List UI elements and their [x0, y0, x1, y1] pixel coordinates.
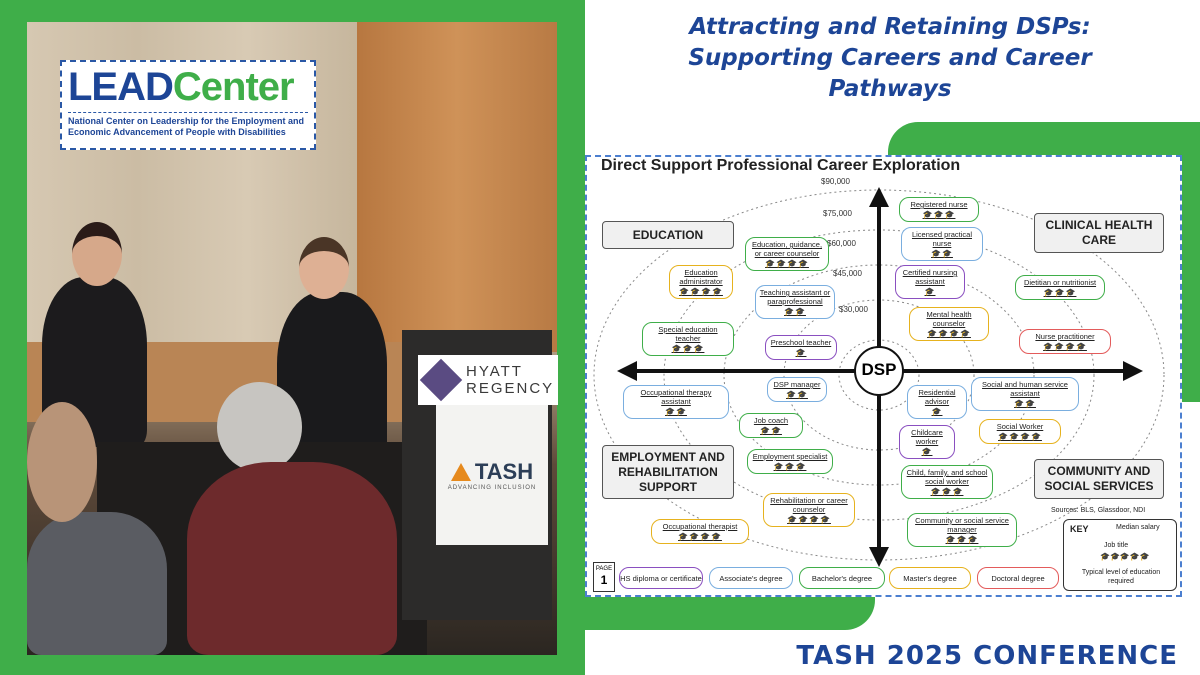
job-licensed-practical-nurse: Licensed practical nurse🎓🎓: [901, 227, 983, 261]
sector-community-social-services: COMMUNITY AND SOCIAL SERVICES: [1034, 459, 1164, 499]
lead-center-logo: LEADCenter National Center on Leadership…: [60, 60, 316, 150]
job-occupational-therapy-assistant: Occupational therapy assistant🎓🎓: [623, 385, 729, 419]
job-dietitian: Dietitian or nutritionist🎓🎓🎓: [1015, 275, 1105, 300]
sector-education: EDUCATION: [602, 221, 734, 249]
hyatt-line1: HYATT: [466, 363, 523, 380]
green-band-right: [1180, 122, 1200, 402]
job-occupational-therapist: Occupational therapist🎓🎓🎓🎓: [651, 519, 749, 544]
job-residential-advisor: Residential advisor🎓: [907, 385, 967, 419]
legend-associates: Associate's degree: [709, 567, 793, 589]
ring-90000: [593, 189, 1165, 561]
tash-logo-icon: [450, 463, 471, 481]
ring-60000: [723, 264, 1035, 486]
legend-masters: Master's degree: [889, 567, 971, 589]
key-median-salary: Median salary: [1116, 524, 1160, 531]
audience-head-left: [27, 402, 97, 522]
job-child-family-school-social-worker: Child, family, and school social worker🎓…: [901, 465, 993, 499]
logo-center: Center: [172, 65, 295, 109]
conference-name: TASH 2025 CONFERENCE: [796, 641, 1178, 671]
job-childcare-worker: Childcare worker🎓: [899, 425, 955, 459]
salary-45000: $45,000: [833, 269, 862, 278]
hyatt-logo-icon: [419, 358, 463, 402]
presenter-left-head: [72, 222, 122, 286]
key-label: KEY: [1070, 524, 1089, 534]
dsp-center-label: DSP: [861, 360, 897, 379]
chart-title: Direct Support Professional Career Explo…: [601, 157, 961, 174]
key-job-title: Job title: [1104, 542, 1129, 549]
job-teaching-assistant: Teaching assistant or paraprofessional🎓🎓: [755, 285, 835, 319]
job-registered-nurse: Registered nurse🎓🎓🎓: [899, 197, 979, 222]
wood-wall: [357, 22, 557, 352]
audience-head: [217, 382, 302, 472]
legend-doctoral: Doctoral degree: [977, 567, 1059, 589]
logo-lead: LEAD: [68, 65, 174, 109]
career-chart: Direct Support Professional Career Explo…: [585, 155, 1182, 597]
job-education-counselor: Education, guidance, or career counselor…: [745, 237, 829, 271]
arrow-right-icon: [1123, 361, 1143, 381]
job-dsp-manager: DSP manager🎓🎓: [767, 377, 827, 402]
presenter-right-head: [299, 237, 349, 299]
hyatt-sign: HYATT REGENCY: [418, 355, 558, 405]
salary-90000: $90,000: [821, 177, 850, 186]
audience-member-left: [27, 512, 167, 655]
arrow-up-icon: [869, 187, 889, 207]
page-number: 1: [600, 573, 608, 587]
salary-75000: $75,000: [823, 209, 852, 218]
legend-hs-diploma: HS diploma or certificate: [619, 567, 703, 589]
job-nurse-practitioner: Nurse practitioner🎓🎓🎓🎓: [1019, 329, 1111, 354]
job-education-administrator: Education administrator🎓🎓🎓🎓: [669, 265, 733, 299]
sector-employment-rehabilitation: EMPLOYMENT AND REHABILITATION SUPPORT: [602, 445, 734, 499]
job-mental-health-counselor: Mental health counselor🎓🎓🎓🎓: [909, 307, 989, 341]
job-social-worker: Social Worker🎓🎓🎓🎓: [979, 419, 1061, 444]
slide-title: Attracting and Retaining DSPs: Supportin…: [688, 14, 1092, 102]
page-indicator: PAGE 1: [593, 562, 615, 592]
hyatt-line2: REGENCY: [466, 380, 555, 397]
job-special-education-teacher: Special education teacher🎓🎓🎓: [642, 322, 734, 356]
arrow-left-icon: [617, 361, 637, 381]
job-preschool-teacher: Preschool teacher🎓: [765, 335, 837, 360]
job-community-service-manager: Community or social service manager🎓🎓🎓: [907, 513, 1017, 547]
job-job-coach: Job coach🎓🎓: [739, 413, 803, 438]
logo-subtitle: National Center on Leadership for the Em…: [68, 112, 308, 138]
chart-axes: [593, 187, 1165, 567]
dsp-circle: [854, 346, 904, 396]
chart-sources: Sources: BLS, Glassdoor, NDI: [1051, 507, 1146, 514]
sector-clinical-health-care: CLINICAL HEALTH CARE: [1034, 213, 1164, 253]
page-label: PAGE: [595, 566, 613, 572]
salary-30000: $30,000: [839, 305, 868, 314]
audience-member: [187, 462, 397, 655]
key-education-icons: 🎓🎓🎓🎓🎓: [1100, 552, 1150, 561]
tash-sign: TASH ADVANCING INCLUSION: [436, 405, 548, 545]
arrow-down-icon: [869, 547, 889, 567]
job-rehabilitation-counselor: Rehabilitation or career counselor🎓🎓🎓🎓: [763, 493, 855, 527]
chart-key: KEY Median salary Job title 🎓🎓🎓🎓🎓 Typica…: [1063, 519, 1177, 591]
job-employment-specialist: Employment specialist🎓🎓🎓: [747, 449, 833, 474]
salary-60000: $60,000: [827, 239, 856, 248]
tash-word: TASH: [474, 459, 534, 484]
tash-tagline: ADVANCING INCLUSION: [447, 485, 537, 491]
key-education-required: Typical level of education required: [1081, 569, 1161, 585]
job-certified-nursing-assistant: Certified nursing assistant🎓: [895, 265, 965, 299]
job-social-human-service-assistant: Social and human service assistant🎓🎓: [971, 377, 1079, 411]
legend-bachelors: Bachelor's degree: [799, 567, 885, 589]
